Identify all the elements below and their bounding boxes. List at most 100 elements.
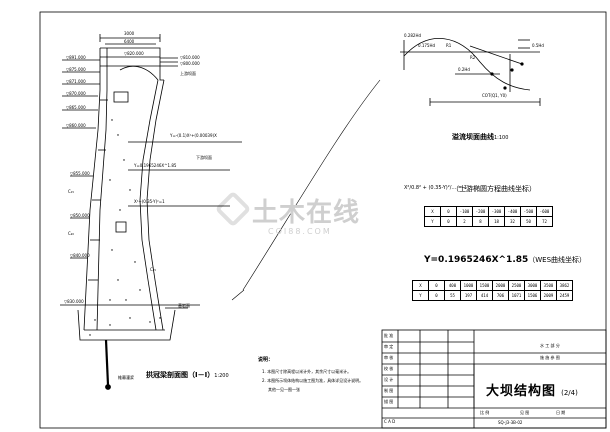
upstream-face-inner	[96, 48, 108, 331]
table-cell: 1071	[508, 290, 525, 301]
table-cell: 18	[488, 216, 505, 227]
drawing-title-text: 大坝结构图	[486, 384, 557, 399]
table-cell: 1506	[524, 290, 541, 301]
dim-top: 3000	[124, 31, 135, 36]
grout-label: 帷幕灌浆	[118, 375, 134, 380]
profile-label-2: R1	[446, 43, 452, 48]
elev-label-4: ▽865.000	[66, 105, 86, 110]
notes-line-0: 1. 本图尺寸除高程以米计外，其余尺寸以毫米计。	[262, 369, 352, 374]
elev-label-9: ▽830.000	[64, 299, 84, 304]
elev-label-3: ▽870.000	[66, 91, 86, 96]
profile-label-6: COT(Q1, Y0)	[482, 93, 507, 98]
table-cell: 3000	[524, 280, 541, 291]
upstream-face-line	[83, 48, 101, 331]
material-label-1: C₂₀	[68, 231, 74, 236]
watermark-sub: COI88.COM	[268, 227, 332, 236]
tb-footer-1: 见 图	[520, 410, 530, 415]
wes-equation: Y=0.1965246X^1.85（WES曲线坐标）	[424, 256, 586, 265]
downstream-face-line	[139, 79, 159, 331]
crest-outline	[100, 47, 164, 81]
drawing-title: 大坝结构图 (2/4)	[486, 382, 578, 398]
dim-mid: 6400	[124, 39, 135, 44]
grout-curtain	[104, 339, 110, 386]
wes-curve-title: （WES曲线坐标）	[528, 256, 587, 264]
dam-section	[60, 34, 242, 390]
elev-label-0: ▽891.000	[66, 55, 86, 60]
notes-heading: 说明：	[258, 357, 274, 363]
table-cell: -200	[472, 206, 489, 217]
table-cell: -100	[456, 206, 473, 217]
table-cell: Y	[424, 216, 441, 227]
table-cell: -600	[536, 206, 553, 217]
gallery	[113, 91, 129, 103]
curve-label-2: X²+(0.35-Y)²=1	[134, 199, 165, 204]
elev-label-5: ▽860.000	[66, 123, 86, 128]
notes-line-1: 2. 本图所示坝体结构以施工图为准，具体详见设计说明。	[262, 378, 364, 383]
table-cell: 2500	[508, 280, 525, 291]
table-cell: 3862	[556, 280, 573, 291]
notes-line-2: 其他一见一图一张	[268, 387, 300, 392]
leader-curve	[242, 79, 381, 291]
wes-equation-text: Y=0.1965246X^1.85	[424, 255, 529, 265]
table-cell: 0	[428, 280, 445, 291]
profile-label-4: 0.2Hd	[458, 67, 470, 72]
table-cell: 0	[428, 290, 445, 301]
table-cell: 197	[460, 290, 477, 301]
watermark-logo	[216, 192, 250, 226]
table-cell: 1500	[476, 280, 493, 291]
profile-label-5: 0.5Hd	[532, 43, 544, 48]
table-cell: X	[424, 206, 441, 217]
upstream-curve-table: X 0 -100 -200 -300 -400 -500 -600 Y 0 2 …	[424, 206, 553, 227]
profile-label-3: R2	[470, 55, 476, 60]
tb-project-2: 施 施 参 图	[540, 355, 560, 360]
foundation-outline	[77, 309, 176, 341]
table-cell: 414	[476, 290, 493, 301]
sheet-border	[39, 11, 607, 429]
curve-label-0: Y=-(0.1)X²+(0.00039)X	[170, 133, 217, 138]
table-cell: 3500	[540, 280, 557, 291]
elev-label-10: ▽820.000	[124, 51, 144, 56]
upstream-label: 上游坝面	[180, 71, 196, 76]
tb-row-2: 审 核	[384, 355, 394, 360]
elev-label-6: ▽855.000	[70, 171, 90, 176]
profile-title: 溢流坝面曲线1:100	[452, 134, 508, 141]
material-label-0: C₁₅	[68, 189, 74, 194]
tb-row-6: 描 图	[384, 399, 394, 404]
table-row: X 0 -100 -200 -300 -400 -500 -600	[424, 206, 553, 217]
table-row: X 0 400 1000 1500 2000 2500 3000 3500 38…	[412, 280, 573, 291]
upstream-curve-title: （上游椭圆方程曲线坐标）	[452, 185, 536, 193]
elev-label-1: ▽875.000	[66, 67, 86, 72]
tb-footer-2: 日 期	[556, 410, 566, 415]
downstream-face-inner	[146, 79, 165, 331]
elev-label-11: ▽810.000	[180, 55, 200, 60]
profile-title-text: 溢流坝面曲线	[452, 133, 494, 141]
upstream-equation: X²/0.8² + (0.35-Y)²/… = 1	[404, 185, 467, 191]
tb-row-5: 制 图	[384, 388, 394, 393]
section-title-text: 拱冠梁剖面图（Ⅰ－Ⅰ）	[146, 371, 215, 379]
downstream-label: 下游坝面	[196, 155, 212, 160]
section-title: 拱冠梁剖面图（Ⅰ－Ⅰ）1:200	[146, 372, 229, 379]
table-row: Y 0 55 197 414 706 1071 1506 2009 2459	[412, 290, 573, 301]
table-cell: 2459	[556, 290, 573, 301]
table-cell: 1000	[460, 280, 477, 291]
table-cell: 400	[444, 280, 461, 291]
tb-row-4: 设 计	[384, 377, 394, 382]
table-cell: 55	[444, 290, 461, 301]
tb-row-3: 校 核	[384, 366, 394, 371]
elev-label-7: ▽850.000	[70, 213, 90, 218]
table-cell: Y	[412, 290, 429, 301]
section-scale: 1:200	[214, 373, 229, 379]
table-cell: -400	[504, 206, 521, 217]
elev-label-2: ▽871.000	[66, 79, 86, 84]
tb-row-7: C A D	[384, 419, 396, 424]
tb-row-1: 审 定	[384, 344, 394, 349]
title-block	[381, 329, 607, 429]
table-cell: X	[412, 280, 429, 291]
foundation-label: 基岩面	[178, 303, 190, 308]
table-cell: 8	[472, 216, 489, 227]
wes-curve-table: X 0 400 1000 1500 2000 2500 3000 3500 38…	[412, 280, 573, 301]
table-cell: 72	[536, 216, 553, 227]
profile-curve	[403, 38, 531, 91]
drawing-number: SQ-J3-3B-02	[498, 420, 523, 425]
